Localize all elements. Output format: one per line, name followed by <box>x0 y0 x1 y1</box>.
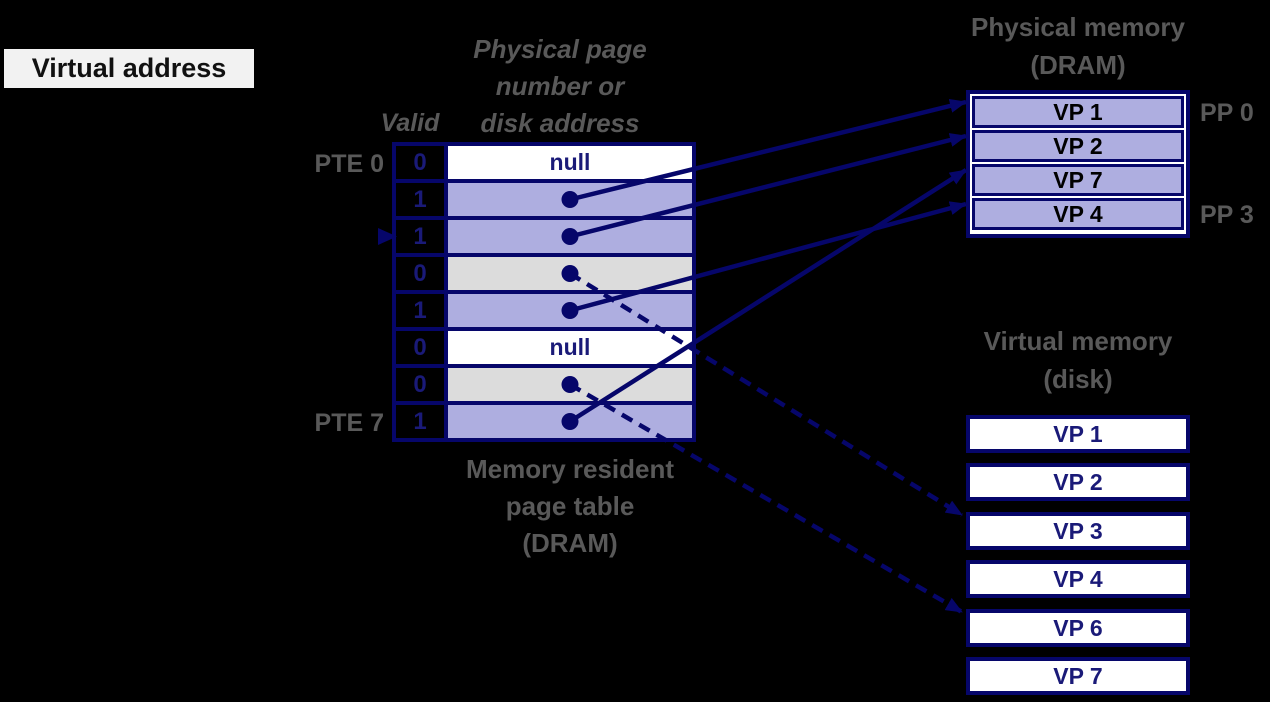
pte-row-2: 1 <box>396 216 692 253</box>
pte-2-valid-bit: 1 <box>396 220 448 253</box>
pte-7-entry <box>448 405 692 438</box>
disk-page-row-1: VP 2 <box>966 463 1190 501</box>
pte-1-entry <box>448 183 692 216</box>
pte-0-label: PTE 0 <box>314 150 384 178</box>
page-table-caption: Memory resident page table (DRAM) <box>465 454 675 558</box>
dram-page-row-0: VP 1 <box>972 96 1184 128</box>
virtual-address-label: Virtual address <box>31 53 227 83</box>
pte-0-entry: null <box>448 146 692 179</box>
pte-6-entry <box>448 368 692 401</box>
pte-7-valid-bit: 1 <box>396 405 448 438</box>
pte-row-3: 0 <box>396 253 692 290</box>
dram-page-row-1: VP 2 <box>972 130 1184 162</box>
page-table-column-header: Physical page number or disk address <box>473 34 647 138</box>
dram-page-row-2: VP 7 <box>972 164 1184 196</box>
pte-4-entry <box>448 294 692 327</box>
dram-page-row-3: VP 4 <box>972 198 1184 230</box>
pte-row-7: 1 <box>396 401 692 438</box>
pp-label-0: PP 0 <box>1200 99 1254 127</box>
pte-3-valid-bit: 0 <box>396 257 448 290</box>
pte-row-6: 0 <box>396 364 692 401</box>
disk-page-row-2: VP 3 <box>966 512 1190 550</box>
pte-5-entry: null <box>448 331 692 364</box>
pte-0-valid-bit: 0 <box>396 146 448 179</box>
disk-page-row-4: VP 6 <box>966 609 1190 647</box>
pte-6-valid-bit: 0 <box>396 368 448 401</box>
pte-row-4: 1 <box>396 290 692 327</box>
pte-5-valid-bit: 0 <box>396 331 448 364</box>
disk-page-row-5: VP 7 <box>966 657 1190 695</box>
pte-1-valid-bit: 1 <box>396 183 448 216</box>
disk-page-row-0: VP 1 <box>966 415 1190 453</box>
virtual-memory-title: Virtual memory (disk) <box>983 326 1173 394</box>
pte-4-valid-bit: 1 <box>396 294 448 327</box>
valid-column-header: Valid <box>380 109 440 137</box>
disk-page-row-3: VP 4 <box>966 560 1190 598</box>
pte-row-1: 1 <box>396 179 692 216</box>
pte-2-entry <box>448 220 692 253</box>
pp-label-3: PP 3 <box>1200 201 1254 229</box>
pte-7-label: PTE 7 <box>314 409 384 437</box>
virtual-address-box: Virtual address <box>4 49 254 88</box>
pte-3-entry <box>448 257 692 290</box>
physical-memory-title: Physical memory (DRAM) <box>971 12 1185 80</box>
